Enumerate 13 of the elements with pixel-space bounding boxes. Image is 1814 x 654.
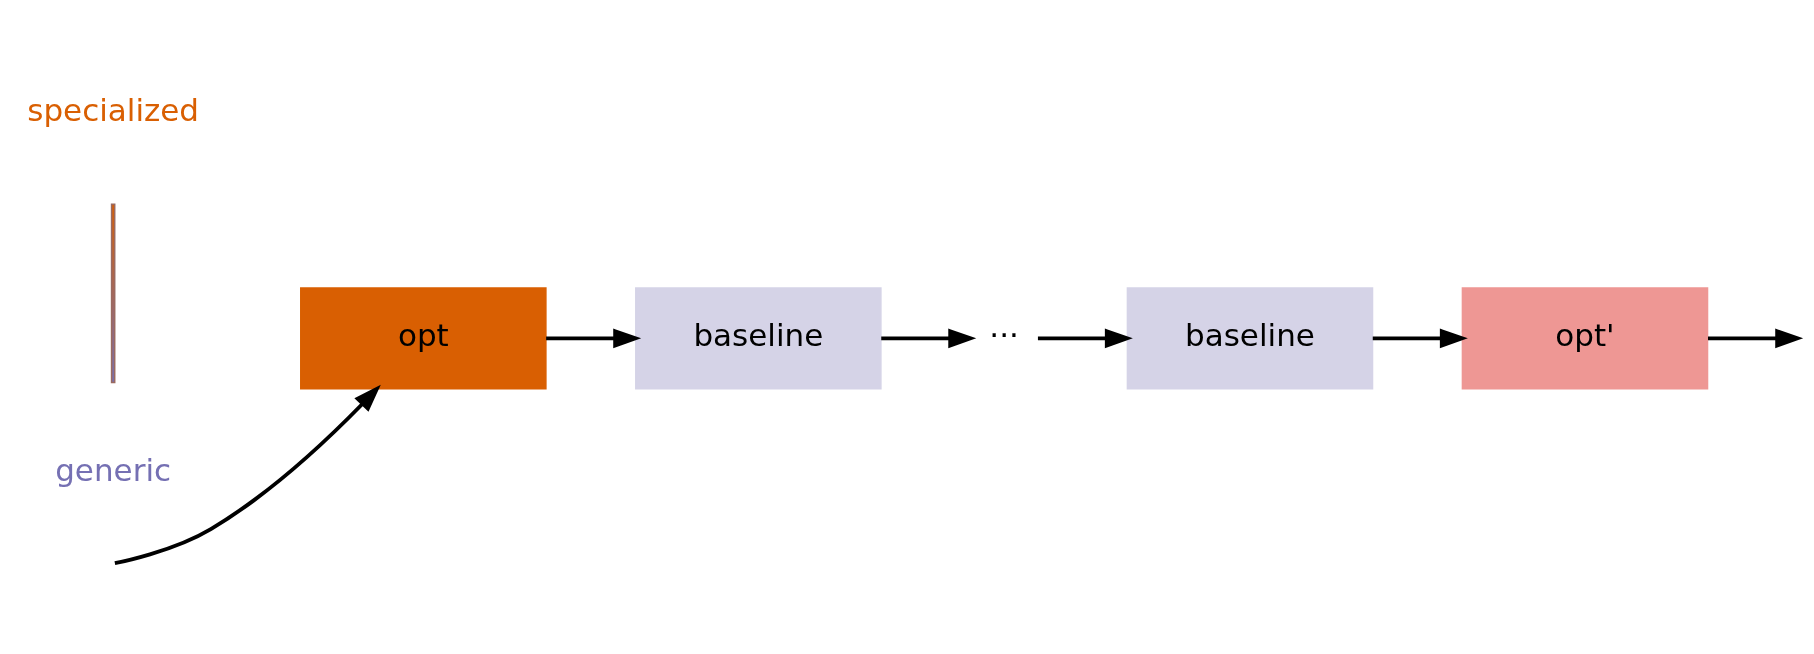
node-box: opt' — [1461, 287, 1709, 390]
label: specialized — [27, 92, 200, 129]
node-box: baseline — [635, 287, 882, 390]
node-box: opt — [300, 287, 547, 390]
arrow — [881, 328, 977, 349]
arrow — [1037, 328, 1133, 349]
arrow — [114, 384, 381, 566]
arrow — [1372, 328, 1468, 349]
label: generic — [55, 452, 172, 489]
node-text: ··· — [989, 317, 1019, 354]
arrow — [546, 328, 642, 349]
arrow — [1708, 328, 1804, 349]
node-box: baseline — [1126, 287, 1374, 390]
